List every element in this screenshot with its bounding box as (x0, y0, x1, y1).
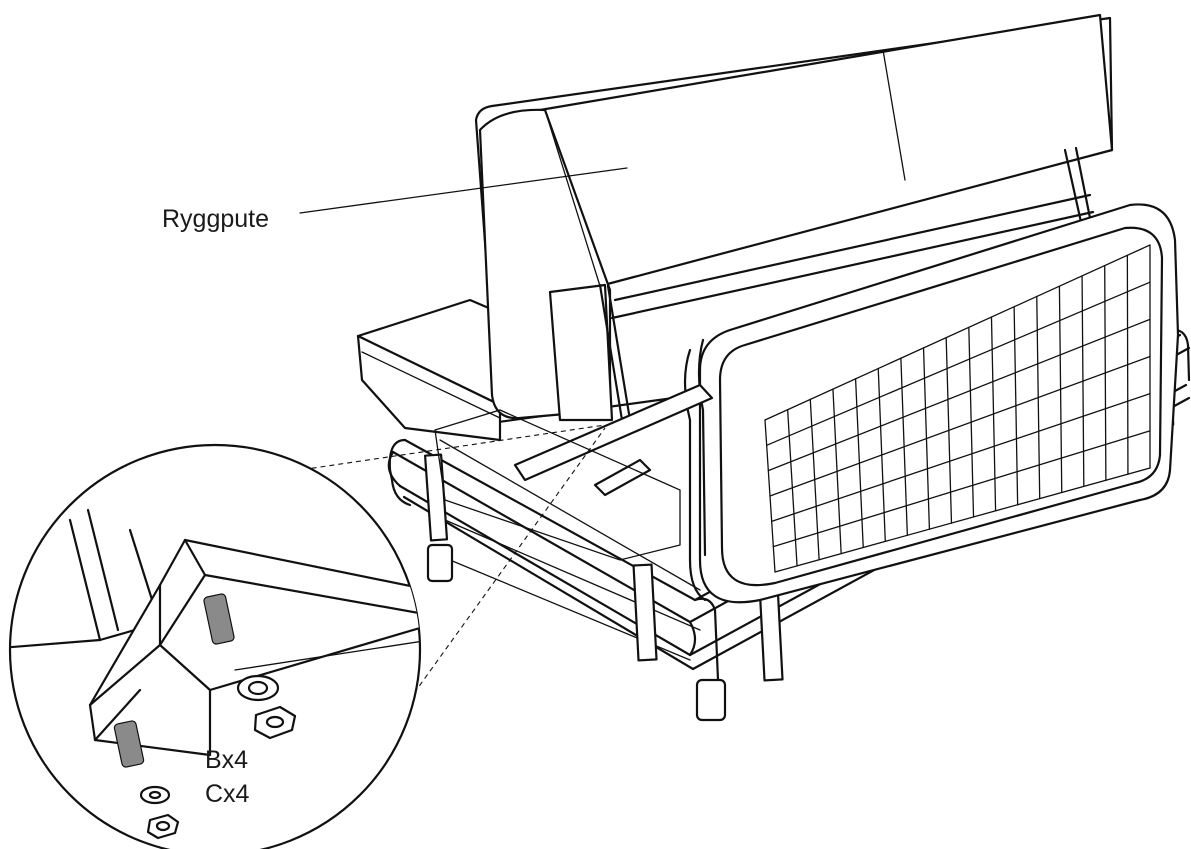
leader-line-ryggpute (299, 167, 628, 214)
label-ryggpute: Ryggpute (162, 205, 269, 233)
label-part-b: Bx4 (205, 746, 248, 774)
label-part-c: Cx4 (205, 780, 250, 808)
grid-line-horizontal (767, 318, 1151, 472)
grid-line-horizontal (764, 244, 1151, 421)
back-cushion (474, 13, 1114, 422)
mattress-grid (764, 244, 1151, 573)
grid-line-horizontal (774, 467, 1151, 573)
callout-line-bottom (329, 427, 606, 811)
grid-line-horizontal (771, 393, 1151, 522)
grid-line-horizontal (772, 430, 1151, 548)
grid-line-horizontal (766, 281, 1151, 446)
mattress-grid-panel (434, 203, 1180, 604)
detail-magnifier: Bx4 Cx4 (8, 443, 422, 849)
grid-line-horizontal (769, 355, 1151, 497)
